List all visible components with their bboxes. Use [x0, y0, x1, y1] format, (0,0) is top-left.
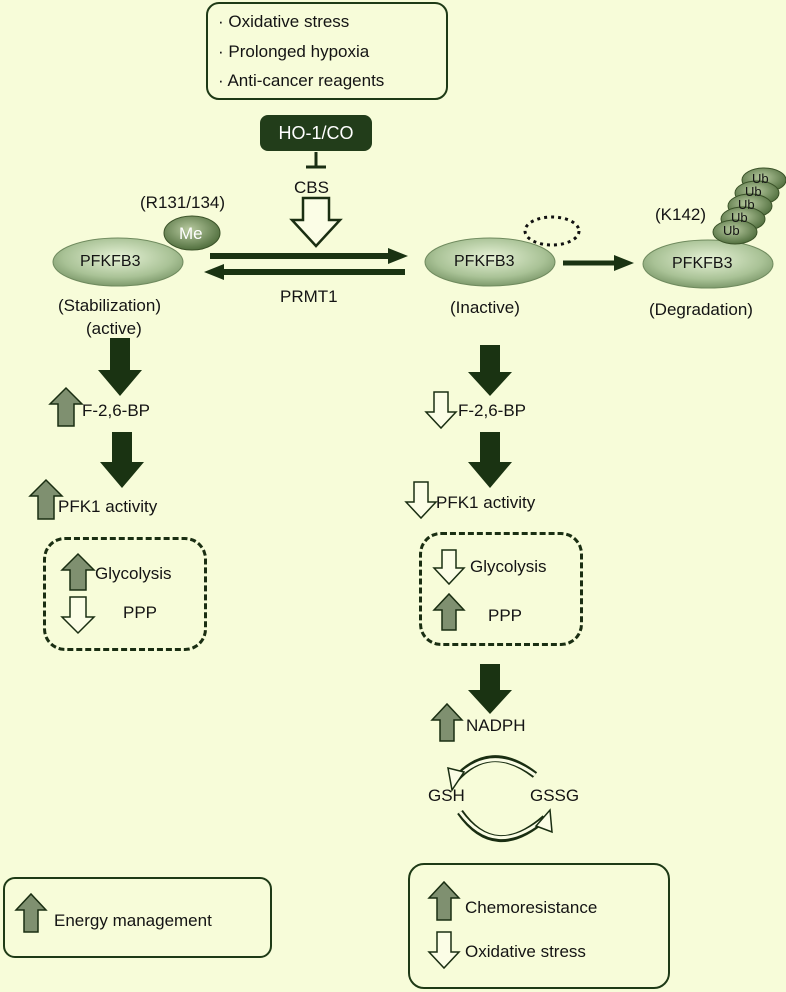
pfkfb3-middle-label: PFKFB3	[454, 253, 515, 270]
state-stabilization: (Stabilization)	[58, 296, 161, 315]
pfkfb3-right-label: PFKFB3	[672, 255, 733, 272]
pfkfb3-right-ellipse	[642, 239, 774, 289]
state-active: (active)	[86, 319, 142, 338]
up-arrow-energy	[14, 892, 48, 933]
pfk1-left: PFK1 activity	[58, 497, 158, 516]
up-arrow-chemo	[427, 880, 461, 921]
ub-label: Ub	[752, 171, 769, 186]
stress-item: · Oxidative stress	[218, 12, 350, 31]
ubiquitination-site: (K142)	[655, 205, 707, 224]
me-ellipse	[163, 215, 221, 251]
cbs-arrow	[289, 196, 343, 248]
up-arrow-pfk1-left	[28, 478, 64, 520]
chemoresistance-label: Chemoresistance	[465, 898, 598, 917]
pfkfb3-left-ellipse	[52, 237, 184, 287]
stress-box	[206, 2, 448, 100]
gssg-label: GSSG	[530, 786, 580, 805]
pfkfb3-left-label: PFKFB3	[80, 253, 141, 270]
down-arrow-left-1	[98, 338, 142, 396]
ho1-co-box: HO-1/CO	[260, 115, 372, 151]
up-arrow-ppp-middle	[432, 592, 466, 631]
ub-label: Ub	[745, 184, 762, 199]
ub-label: Ub	[731, 210, 748, 225]
cbs-label: CBS	[294, 178, 329, 197]
stress-item: · Prolonged hypoxia	[218, 42, 370, 61]
f26bp-left: F-2,6-BP	[82, 401, 151, 420]
down-arrow-middle-2	[468, 432, 512, 488]
me-label: Me	[179, 224, 203, 243]
ub-bead	[712, 219, 758, 245]
nadph-label: NADPH	[466, 716, 526, 735]
gsh-label: GSH	[428, 786, 465, 805]
outcome-box	[408, 863, 670, 989]
f26bp-middle: F-2,6-BP	[458, 401, 527, 420]
stress-item: · Anti-cancer reagents	[218, 71, 385, 90]
glycolysis-left: Glycolysis	[95, 564, 172, 583]
cycle-arc-bottom-inner	[458, 811, 546, 840]
down-arrow-ppp-left	[60, 596, 96, 635]
down-arrow-middle-3	[468, 664, 512, 714]
state-degradation: (Degradation)	[649, 300, 753, 319]
ub-label: Ub	[723, 223, 740, 238]
state-inactive: (Inactive)	[450, 298, 520, 317]
cycle-arrowhead-top	[447, 766, 466, 792]
pfkfb3-middle-ellipse	[424, 237, 556, 287]
degradation-arrow-head	[614, 255, 634, 271]
glycolysis-middle: Glycolysis	[470, 557, 547, 576]
removed-modification-circle	[523, 215, 581, 247]
down-arrow-glycolysis-middle	[432, 549, 466, 586]
cycle-arrowhead-bottom	[534, 808, 553, 834]
energy-label: Energy management	[54, 911, 212, 930]
ppp-left: PPP	[123, 603, 158, 622]
down-arrow-middle-1	[468, 345, 512, 396]
energy-box	[3, 877, 272, 958]
reverse-arrow-head	[204, 264, 224, 280]
up-arrow-nadph	[430, 702, 464, 742]
up-arrow-f26bp-left	[48, 386, 84, 427]
middle-metabolism-box	[419, 532, 583, 646]
down-arrow-oxstress	[427, 931, 461, 970]
pfk1-middle: PFK1 activity	[436, 493, 536, 512]
left-metabolism-box	[43, 537, 207, 651]
down-arrow-f26bp-middle	[424, 391, 458, 430]
forward-arrow-head	[388, 248, 408, 264]
up-arrow-glycolysis-left	[60, 552, 96, 591]
prmt1-label: PRMT1	[280, 287, 338, 306]
oxidative-stress-label: Oxidative stress	[465, 942, 586, 961]
down-arrow-left-2	[100, 432, 144, 488]
ub-label: Ub	[738, 197, 755, 212]
down-arrow-pfk1-middle	[404, 481, 438, 520]
methylation-site: (R131/134)	[140, 193, 226, 212]
ppp-middle: PPP	[488, 606, 523, 625]
